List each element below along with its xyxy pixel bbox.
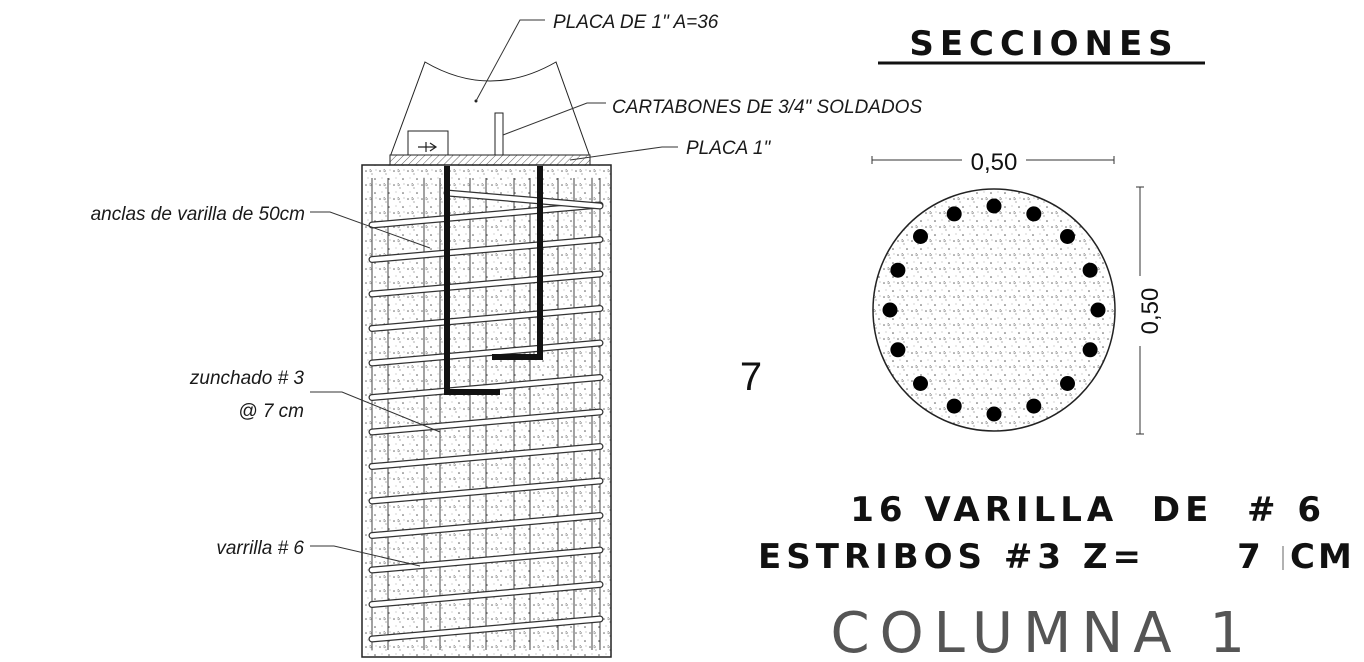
stirrups-spacing-value: 7 xyxy=(1237,537,1261,577)
section-rebar-dot xyxy=(1090,302,1106,318)
stirrups-note-prefix: ESTRIBOS #3 Z= xyxy=(758,537,1146,577)
spiral-tie-fill xyxy=(369,271,603,297)
spiral-tie-fill xyxy=(369,375,603,400)
section-rebar-dot xyxy=(946,206,962,222)
section-rebars xyxy=(882,198,1106,422)
weld-detail-box xyxy=(407,130,449,158)
section-rebar-dot xyxy=(890,342,906,358)
spiral-tie-fill xyxy=(369,547,603,573)
anchors-label: anclas de varilla de 50cm xyxy=(91,204,305,225)
spiral-tie-fill xyxy=(369,582,603,607)
column-elevation xyxy=(361,61,612,658)
section-rebar-dot xyxy=(913,229,928,244)
spiral-tie-fill xyxy=(369,478,603,504)
section-rebar-dot xyxy=(986,406,1002,422)
stirrups-unit: CM xyxy=(1290,537,1355,577)
weld-symbol-icon xyxy=(418,142,438,152)
rebar-count-note: 16 VARILLA DE # 6 xyxy=(850,490,1326,530)
section-circle xyxy=(872,188,1116,432)
stray-number: 7 xyxy=(740,355,762,399)
section-rebar-dot xyxy=(890,262,906,278)
section-rebar-dot xyxy=(1026,206,1042,222)
spiral-label: zunchado # 3 xyxy=(189,368,305,389)
gusset xyxy=(494,112,504,158)
top-plate xyxy=(389,154,591,166)
section-rebar-dot xyxy=(1026,398,1042,414)
spiral-tie-fill xyxy=(369,513,603,538)
section-rebar-dot xyxy=(1082,342,1098,358)
section-rebar-dot xyxy=(946,398,962,414)
base-plate-outline xyxy=(389,61,591,158)
section-rebar-dot xyxy=(882,302,898,318)
width-dimension-label: 0,50 xyxy=(971,149,1018,176)
spiral-tie-fill xyxy=(369,340,603,366)
plate-top-label: PLACA DE 1" A=36 xyxy=(553,12,719,33)
section-rebar-dot xyxy=(1082,262,1098,278)
section-rebar-dot xyxy=(1060,229,1075,244)
drawing-title: COLUMNA 1 xyxy=(830,601,1255,662)
spiral-tie-fill xyxy=(369,237,603,262)
spiral-tie-fill xyxy=(369,409,603,435)
anchor-rods xyxy=(444,166,543,395)
spiral-ties xyxy=(368,189,604,643)
section-rebar-dot xyxy=(986,198,1002,214)
spiral-tie-fill xyxy=(369,202,603,228)
section-rebar-dot xyxy=(913,376,928,391)
spiral-tie-fill xyxy=(369,616,603,642)
plate-label: PLACA 1" xyxy=(686,138,771,159)
gussets-label: CARTABONES DE 3/4" SOLDADOS xyxy=(612,97,922,118)
section-rebar-dot xyxy=(1060,376,1075,391)
width-dimension xyxy=(871,156,1115,164)
height-dimension-label: 0,50 xyxy=(1137,288,1164,335)
spiral-tie-fill xyxy=(444,190,603,209)
spiral-spacing-label: @ 7 cm xyxy=(238,401,304,422)
spiral-tie-fill xyxy=(369,306,603,331)
leader-lines xyxy=(310,19,678,567)
spiral-tie-fill xyxy=(369,444,603,469)
height-dimension xyxy=(1136,186,1144,435)
section-title: SECCIONES xyxy=(909,24,1178,64)
rebar-label: varrilla # 6 xyxy=(216,538,304,559)
